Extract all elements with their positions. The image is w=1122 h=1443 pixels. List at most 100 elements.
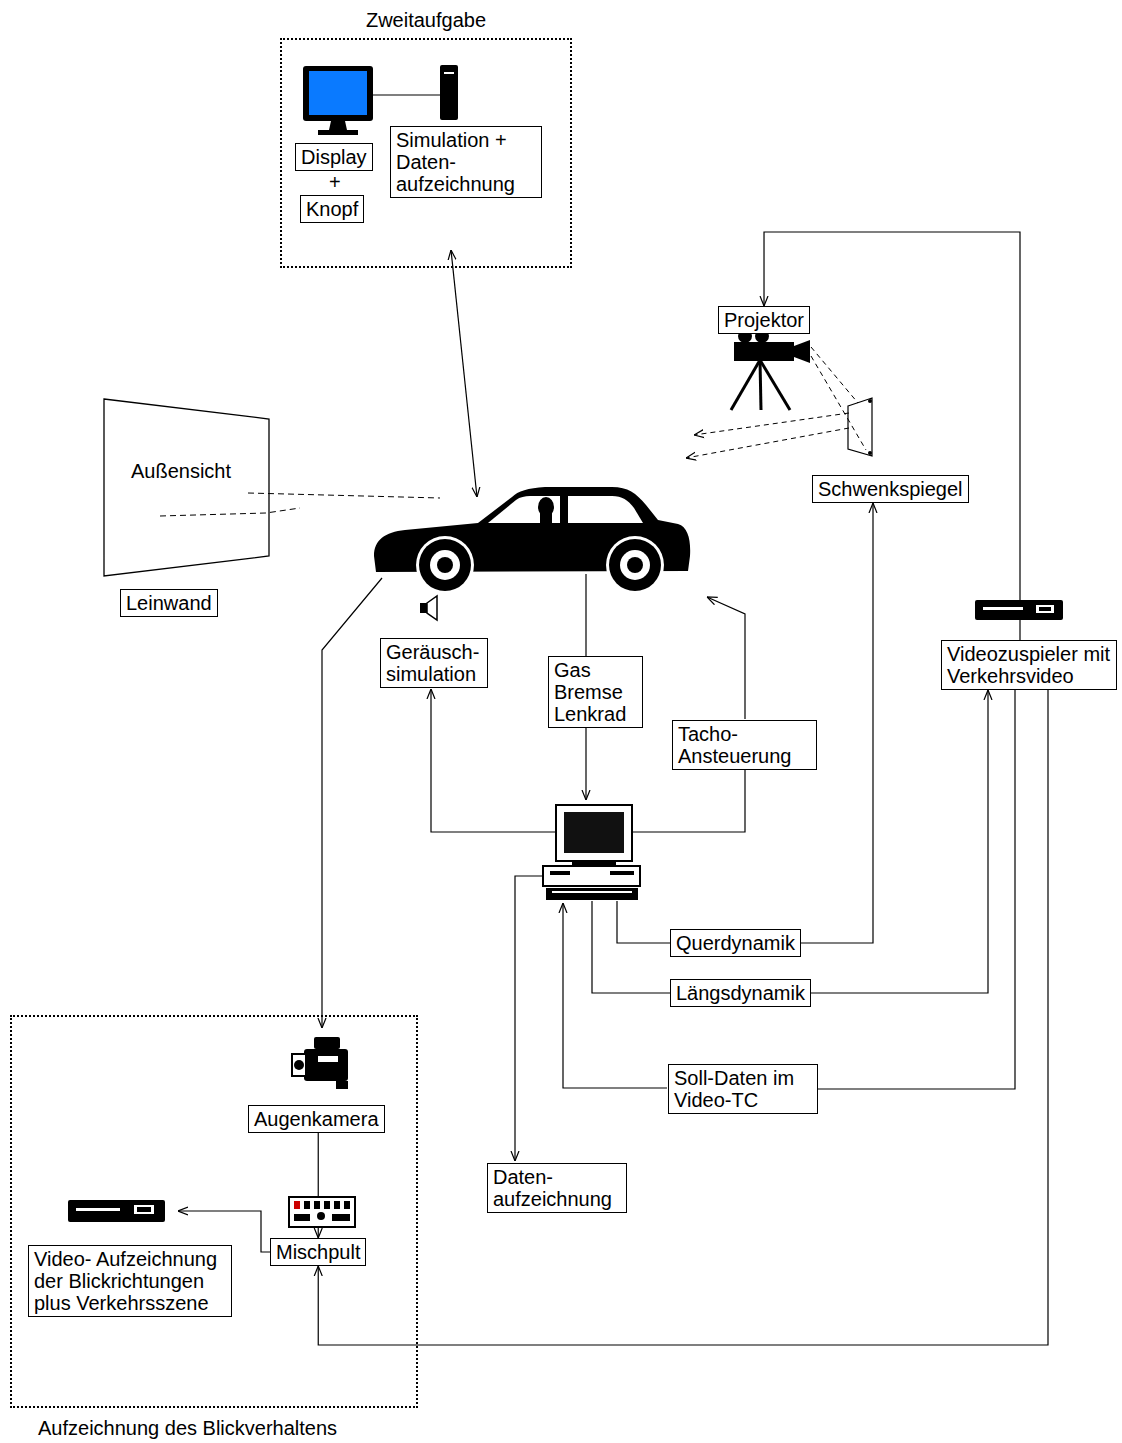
computer-icon bbox=[552, 891, 632, 893]
car-illustration bbox=[488, 496, 560, 523]
display-label: Display bbox=[295, 143, 373, 171]
icon-link-line bbox=[373, 95, 440, 96]
screen-view: Außensicht bbox=[103, 398, 270, 577]
task-monitor-icon bbox=[303, 66, 373, 135]
car-illustration bbox=[609, 539, 661, 591]
heading-text: Aufzeichnung des Blickverhaltens bbox=[38, 1417, 337, 1439]
car-illustration bbox=[627, 557, 643, 573]
car-camera-arrow bbox=[322, 578, 382, 1028]
car-illustration bbox=[430, 550, 460, 580]
car-illustration bbox=[374, 487, 690, 594]
computer-icon bbox=[610, 871, 634, 875]
light-beam bbox=[811, 347, 858, 403]
recorder-icon bbox=[137, 1207, 151, 1212]
screen-label: Leinwand bbox=[120, 589, 218, 617]
mixer-icon bbox=[294, 1214, 310, 1221]
eye-camera-icon bbox=[336, 1081, 348, 1089]
projector-label: Projektor bbox=[718, 306, 810, 334]
mixer-icon bbox=[317, 1212, 325, 1220]
projector-icon bbox=[734, 342, 794, 361]
eye-camera-icon bbox=[318, 1056, 338, 1062]
task-monitor-icon bbox=[303, 66, 373, 121]
mirror-icon bbox=[868, 399, 872, 403]
computer-icon bbox=[543, 866, 640, 886]
computer-icon bbox=[543, 805, 640, 900]
box-text: Video- Aufzeichnung der Blickrichtungen … bbox=[34, 1248, 226, 1314]
box-text: Längsdynamik bbox=[676, 982, 805, 1004]
projector-icon bbox=[731, 329, 810, 410]
view-lines bbox=[160, 493, 440, 516]
projector-icon bbox=[731, 360, 760, 410]
box-text: Projektor bbox=[724, 309, 804, 331]
mixer-icon bbox=[334, 1201, 340, 1209]
light-beam bbox=[686, 428, 849, 458]
button-label: Knopf bbox=[300, 195, 364, 223]
computer-icon bbox=[550, 871, 570, 875]
eye-camera-icon bbox=[294, 1060, 304, 1070]
lateral-box: Querdynamik bbox=[670, 929, 801, 957]
mixer-icon bbox=[289, 1197, 355, 1227]
controls-box: Gas Bremse Lenkrad bbox=[548, 656, 643, 728]
connector bbox=[764, 232, 1020, 640]
mixer-icon bbox=[289, 1197, 355, 1227]
box-text: Mischpult bbox=[276, 1241, 360, 1263]
car-illustration bbox=[419, 539, 471, 591]
box-text: Leinwand bbox=[126, 592, 212, 614]
heading-text: Zweitaufgabe bbox=[366, 9, 486, 31]
mixer-icon bbox=[314, 1201, 320, 1209]
connector bbox=[318, 690, 1048, 1345]
task-car-arrow bbox=[451, 250, 477, 497]
eye-camera-label: Augenkamera bbox=[248, 1105, 385, 1133]
eye-camera-icon bbox=[292, 1054, 306, 1076]
mixer-label: Mischpult bbox=[270, 1238, 366, 1266]
box-text: Soll-Daten im Video-TC bbox=[674, 1067, 812, 1111]
video-player-icon bbox=[975, 600, 1063, 620]
controls-computer-arrow bbox=[585, 727, 586, 800]
car-illustration bbox=[606, 536, 664, 594]
recorder-icon bbox=[76, 1208, 120, 1211]
speaker-icon bbox=[420, 596, 437, 620]
recorder-icon bbox=[134, 1205, 154, 1214]
car-camera-arrow bbox=[322, 578, 382, 1028]
simulation-box: Simulation + Daten- aufzeichnung bbox=[390, 126, 542, 198]
box-text: Simulation + Daten- aufzeichnung bbox=[396, 129, 536, 195]
video-player-icon bbox=[975, 600, 1063, 620]
heading-text: Außensicht bbox=[131, 460, 231, 482]
car-illustration bbox=[540, 512, 552, 523]
connector bbox=[818, 690, 1015, 1089]
box-text: Display bbox=[301, 146, 367, 168]
screen-outline bbox=[104, 399, 269, 576]
task-monitor-icon bbox=[318, 130, 358, 135]
eye-camera-icon bbox=[314, 1037, 340, 1049]
task-tower-icon bbox=[444, 72, 454, 74]
longitudinal-box: Längsdynamik bbox=[670, 979, 811, 1007]
computer-lines bbox=[431, 689, 556, 832]
task-monitor-icon bbox=[329, 121, 347, 130]
mixer-icon bbox=[304, 1201, 310, 1209]
car-illustration bbox=[620, 550, 650, 580]
projector-icon bbox=[794, 340, 810, 363]
video-record-box: Video- Aufzeichnung der Blickrichtungen … bbox=[28, 1245, 232, 1317]
car-controls-line bbox=[586, 574, 587, 656]
mixer-icon bbox=[332, 1214, 350, 1221]
mirror-icon bbox=[868, 451, 872, 455]
car-illustration bbox=[568, 496, 643, 523]
computer-icon bbox=[556, 805, 632, 861]
computer-lines bbox=[632, 769, 745, 832]
box-text: Daten- aufzeichnung bbox=[493, 1166, 621, 1210]
data-log-box: Daten- aufzeichnung bbox=[487, 1163, 627, 1213]
video-player-icon bbox=[1039, 607, 1051, 611]
task-region: ZweitaufgabeDisplayKnopfSimulation + Dat… bbox=[280, 38, 572, 268]
box-text: Knopf bbox=[306, 198, 358, 220]
eye-camera-icon bbox=[304, 1049, 348, 1081]
box-text: Geräusch- simulation bbox=[386, 641, 482, 685]
task-monitor-icon bbox=[309, 71, 367, 115]
recorder-icon bbox=[68, 1200, 165, 1222]
speedo-car-arrow bbox=[707, 597, 745, 719]
gaze-region: Aufzeichnung des BlickverhaltensAugenkam… bbox=[10, 1015, 418, 1408]
task-tower-icon bbox=[440, 65, 458, 120]
mixer-icon bbox=[324, 1201, 330, 1209]
speedo-box: Tacho- Ansteuerung bbox=[672, 720, 817, 770]
box-text: Schwenkspiegel bbox=[818, 478, 963, 500]
